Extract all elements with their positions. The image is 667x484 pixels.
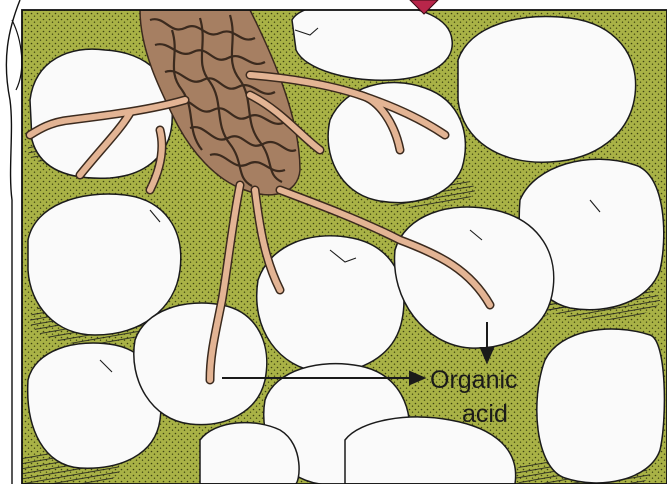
- label-acid: acid: [462, 400, 508, 428]
- rock-center: [257, 236, 404, 372]
- rock-bottom-right: [537, 329, 665, 483]
- rock-particles: [28, 3, 665, 484]
- rock-lower-center-left: [134, 303, 267, 425]
- left-edge-line: [6, 0, 20, 484]
- rock-top-right: [458, 17, 636, 163]
- label-organic: Organic: [430, 366, 518, 394]
- left-edge-curl: [12, 20, 22, 90]
